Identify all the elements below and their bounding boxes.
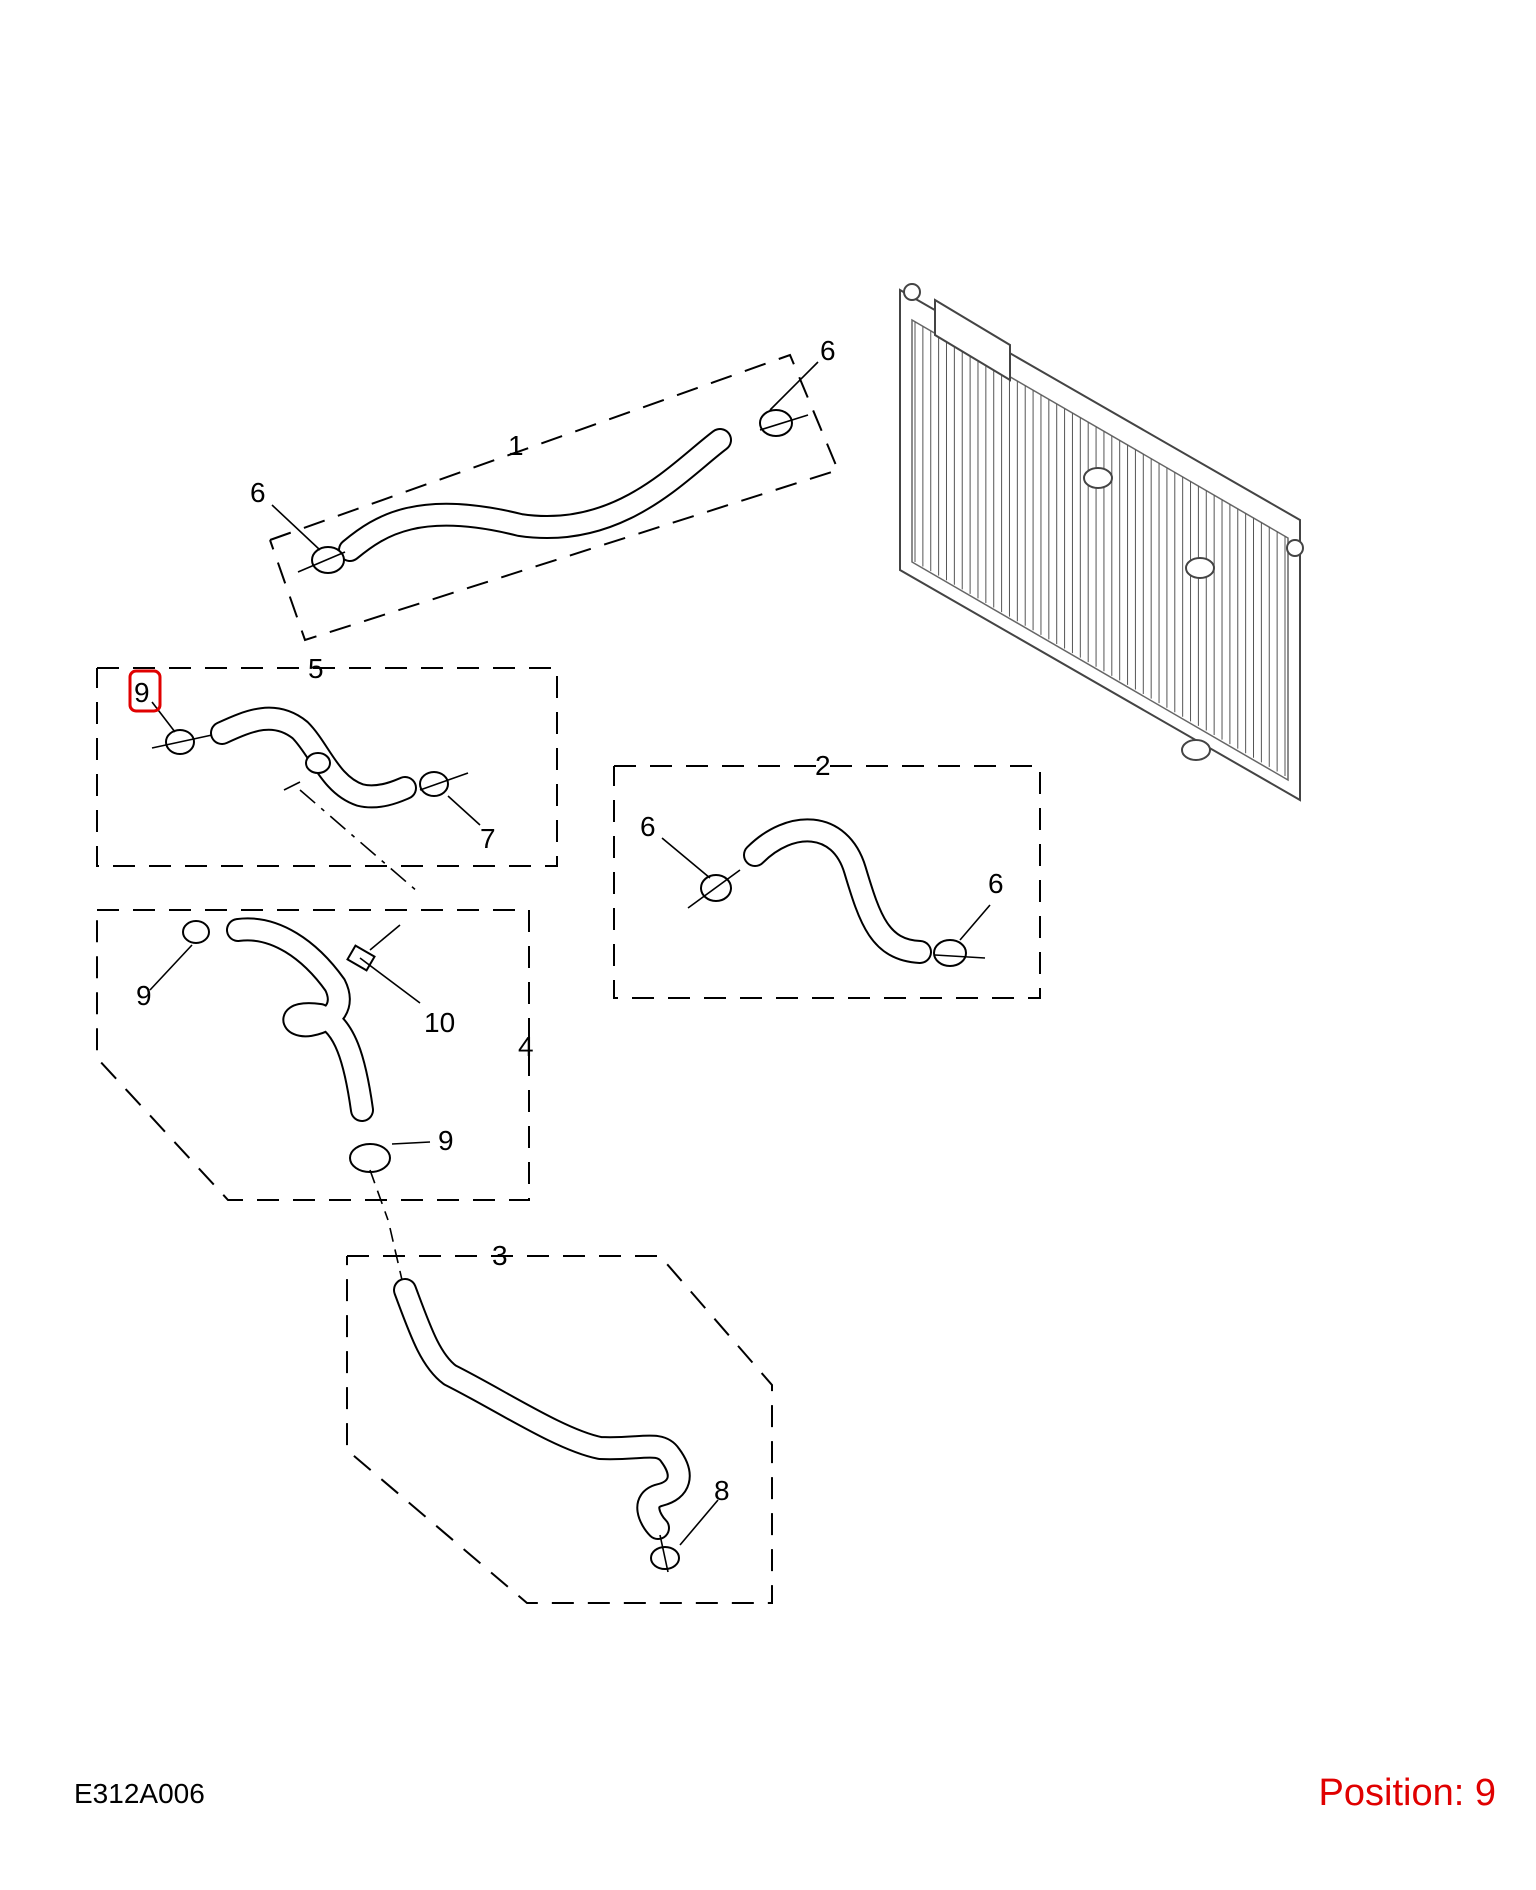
clamp-9-group4-bottom[interactable] [349,1143,391,1173]
hose-3[interactable] [405,1290,670,1455]
callout-9-group4-left[interactable]: 9 [136,980,152,1011]
callout-group-1[interactable]: 1 [508,430,524,461]
clamp-6-group2-right[interactable] [933,939,967,967]
position-label: Position: 9 [1318,1772,1496,1814]
group-5: 9 7 5 [96,653,558,893]
callout-6-group2-right[interactable]: 6 [988,868,1004,899]
callout-8[interactable]: 8 [714,1475,730,1506]
group-2: 6 6 2 [613,750,1041,999]
clamp-connector [305,752,331,774]
group-1-boundary [269,353,840,642]
group-2-boundary [613,765,1041,999]
clamp-7[interactable] [419,771,449,797]
hose-1[interactable] [350,440,720,550]
callout-group-3[interactable]: 3 [492,1240,508,1271]
group-4: 9 10 9 4 [96,909,534,1221]
callout-6-group2-left[interactable]: 6 [640,811,656,842]
clamp-9-group4-left[interactable] [182,920,210,944]
callout-group-2[interactable]: 2 [815,750,831,781]
group-5-boundary [96,667,558,867]
callout-group-5[interactable]: 5 [308,653,324,684]
callout-group-4[interactable]: 4 [518,1031,534,1062]
radiator-illustration [899,283,1304,802]
group-4-boundary [96,909,530,1201]
callout-9-group4-bottom[interactable]: 9 [438,1125,454,1156]
hose-5[interactable] [222,719,360,795]
diagram-code: E312A006 [74,1778,205,1809]
callout-9-selected[interactable]: 9 [134,677,150,708]
hose-2[interactable] [755,830,920,952]
callout-10[interactable]: 10 [424,1007,455,1038]
callout-6-top-right[interactable]: 6 [820,335,836,366]
selected-callout-highlight [128,669,162,713]
group-3: 8 3 [346,1227,773,1604]
callout-6-top-left[interactable]: 6 [250,477,266,508]
group-1: 6 6 1 [250,335,840,642]
clamp-6-right[interactable] [759,409,793,437]
group-3-boundary [346,1255,773,1604]
callout-7[interactable]: 7 [480,823,496,854]
